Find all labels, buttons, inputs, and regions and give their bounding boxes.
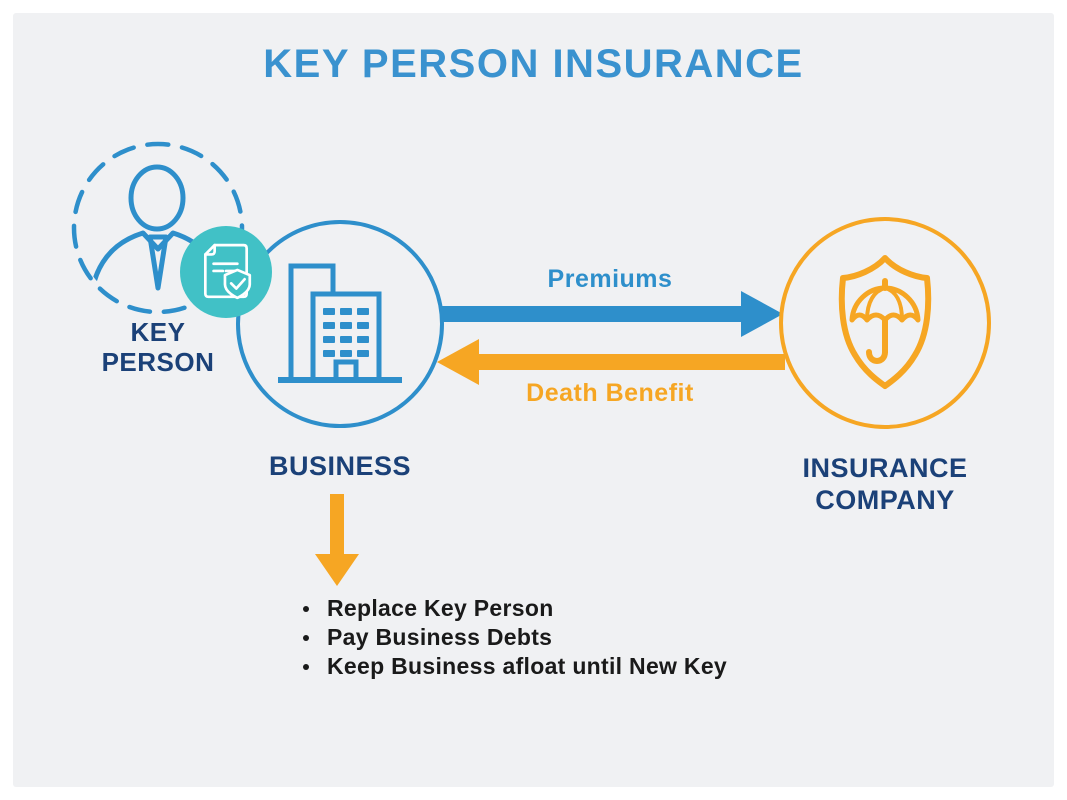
policy-badge xyxy=(180,226,272,318)
list-item: Keep Business afloat until New Key xyxy=(303,652,843,681)
premiums-arrow xyxy=(441,306,743,322)
key-person-label-line1: KEY xyxy=(130,317,186,347)
payout-arrow xyxy=(330,494,344,556)
insurance-company-label: INSURANCE COMPANY xyxy=(785,452,985,516)
insurance-company-label-line1: INSURANCE xyxy=(802,453,968,483)
business-node xyxy=(236,220,444,428)
shield-umbrella-icon xyxy=(838,255,932,389)
insurance-company-label-line2: COMPANY xyxy=(815,485,955,515)
outcome-text: Replace Key Person xyxy=(327,595,554,621)
insurance-company-node xyxy=(779,217,991,429)
premiums-flow-label: Premiums xyxy=(547,265,673,293)
premiums-arrowhead-icon xyxy=(741,291,783,337)
list-item: Replace Key Person xyxy=(303,594,843,623)
building-windows xyxy=(323,308,369,357)
bullet-icon xyxy=(303,663,309,670)
outcomes-list: Replace Key Person Pay Business Debts Ke… xyxy=(303,594,843,681)
key-person-label-line2: PERSON xyxy=(101,347,215,377)
policy-document-shield-check-icon xyxy=(203,243,252,300)
bullet-icon xyxy=(303,634,309,641)
page-title: KEY PERSON INSURANCE xyxy=(263,42,804,86)
death-benefit-arrow xyxy=(477,354,785,370)
bullet-icon xyxy=(303,605,309,612)
list-item: Pay Business Debts xyxy=(303,623,843,652)
death-benefit-arrowhead-icon xyxy=(437,339,479,385)
death-benefit-flow-label: Death Benefit xyxy=(526,379,694,407)
office-building-icon xyxy=(278,263,402,383)
key-person-label: KEY PERSON xyxy=(58,317,258,377)
payout-arrowhead-icon xyxy=(315,554,359,586)
business-label: BUSINESS xyxy=(268,451,412,481)
outcome-text: Pay Business Debts xyxy=(327,624,553,650)
outcome-text: Keep Business afloat until New Key xyxy=(327,653,728,679)
